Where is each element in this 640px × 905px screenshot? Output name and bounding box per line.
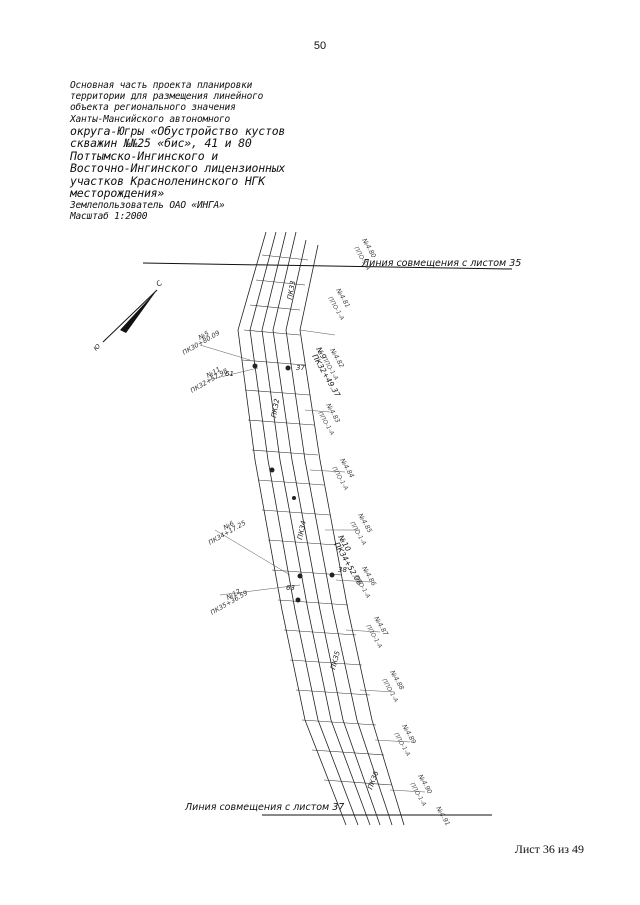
page-number: 50	[313, 40, 327, 52]
south-label: Ю	[92, 343, 102, 353]
title-line: участков Красноленинского НГК	[70, 173, 265, 188]
title-line: округа-Югры «Обустройство кустов	[70, 123, 286, 138]
sheet-footer: Лист 36 из 49	[514, 842, 584, 856]
north-label: С	[155, 279, 164, 288]
picket-label: ПК36	[366, 769, 380, 790]
small-mark: 61	[225, 370, 234, 378]
leader-lines	[199, 329, 426, 793]
picket-label: ПК32	[270, 398, 281, 419]
node-dots	[252, 363, 335, 603]
match-line-top	[142, 262, 513, 270]
title-line: объекта регионального значения	[70, 102, 236, 114]
small-mark: 38	[338, 566, 347, 574]
side-label: №4.91	[434, 804, 452, 827]
title-block: Основная часть проекта планировки террит…	[70, 80, 300, 222]
title-line: Ханты-Мансийского автономного	[70, 113, 231, 125]
cross-ticks	[241, 254, 393, 786]
title-line: территории для размещения линейного	[70, 91, 264, 103]
title-line: Основная часть проекта планировки	[70, 80, 253, 91]
picket-label: ПК33	[286, 280, 297, 300]
match-line-top-label: Линия совмещения с листом 35	[361, 258, 521, 269]
title-line: Землепользователь ОАО «ИНГА»	[70, 199, 225, 211]
title-line: скважин №№25 «бис», 41 и 80	[70, 136, 252, 151]
picket-label: ПК35	[329, 649, 342, 670]
corridor-lines	[237, 231, 405, 826]
side-labels: №4.80 №4.81 №4.82 №4.83 №4.84 №4.85 №4.8…	[324, 236, 452, 827]
title-line: Масштаб 1:2000	[70, 211, 148, 223]
small-mark: 63	[286, 584, 295, 592]
match-line-bottom-label: Линия совмещения с листом 37	[184, 802, 344, 813]
title-line: месторождения»	[70, 186, 165, 201]
title-line: Восточно-Ингинского лицензионных	[70, 161, 286, 176]
title-line: Поттымско-Ингинского и	[70, 148, 218, 163]
picket-label: ПК34	[296, 520, 308, 540]
small-mark: 37	[296, 364, 305, 372]
north-arrow: С Ю	[92, 279, 163, 352]
